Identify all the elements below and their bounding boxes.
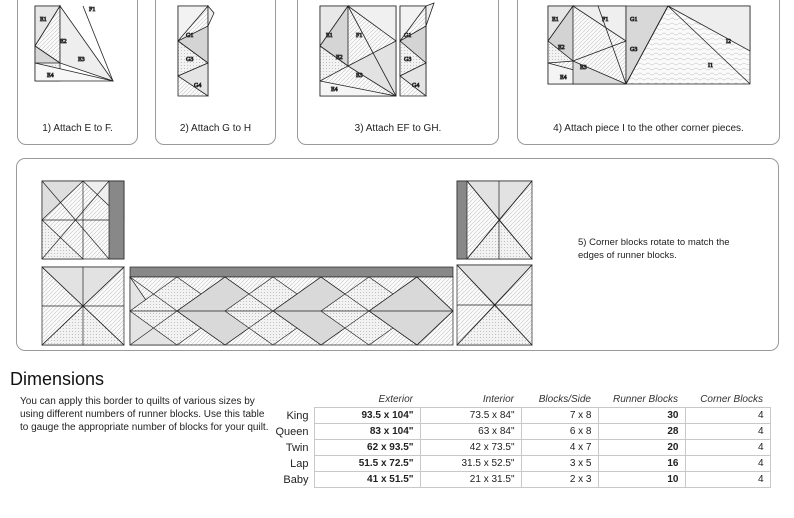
table-row: Baby 41 x 51.5" 21 x 31.5" 2 x 3 10 4 [267,471,771,488]
dimensions-description: You can apply this border to quilts of v… [20,396,269,433]
f1-label: F1 [356,33,362,39]
e3-label: E3 [78,57,85,63]
corner-blocks-cell: 4 [684,439,771,456]
step-4-diagram: E1 E2 E3 E4 F1 G1 G3 I1 I2 [547,4,751,85]
runner-blocks-cell: 16 [597,455,686,472]
step-5-diagram [41,180,533,346]
g1-label: G1 [404,33,411,39]
size-label: Baby [283,473,309,486]
g3-label: G3 [186,57,193,63]
runner-blocks-cell: 10 [597,471,686,488]
e2-label: E2 [60,39,67,45]
step-4-caption: 4) Attach piece I to the other corner pi… [553,123,744,134]
col-corner-blocks: Corner Blocks [700,393,763,405]
interior-cell: 21 x 31.5" [419,471,522,488]
e1-label: E1 [40,17,47,23]
size-label: Twin [285,441,309,454]
exterior-cell: 51.5 x 72.5" [313,455,421,472]
exterior-cell: 41 x 51.5" [313,471,421,488]
interior-cell: 31.5 x 52.5" [419,455,522,472]
step-1-caption: 1) Attach E to F. [42,123,113,134]
table-row: Twin 62 x 93.5" 42 x 73.5" 4 x 7 20 4 [267,439,771,456]
interior-cell: 73.5 x 84" [419,407,522,424]
table-header-row: Exterior Interior Blocks/Side Runner Blo… [267,393,770,408]
step-5-caption: 5) Corner blocks rotate to match the edg… [578,237,730,261]
col-interior: Interior [482,393,514,405]
e2-label: E2 [558,45,565,51]
e3-label: E3 [356,73,363,79]
step-2-caption: 2) Attach G to H [179,123,252,134]
table-row: King 93.5 x 104" 73.5 x 84" 7 x 8 30 4 [267,407,771,424]
interior-cell: 63 x 84" [419,423,522,440]
e1-label: E1 [326,33,333,39]
interior-cell: 42 x 73.5" [419,439,522,456]
blocks-side-cell: 6 x 8 [520,423,599,440]
size-label: King [286,409,309,422]
corner-blocks-cell: 4 [684,407,771,424]
step-3-diagram: E1 F1 E2 E3 E4 G1 G3 G4 [319,2,435,97]
blocks-side-cell: 4 x 7 [520,439,599,456]
g1-label: G1 [630,17,637,23]
g1-label: G1 [186,33,193,39]
runner-blocks-cell: 28 [597,423,686,440]
col-runner-blocks: Runner Blocks [612,393,678,405]
f1-label: F1 [89,7,95,13]
step-5-panel [16,158,779,351]
e2-label: E2 [336,55,343,61]
e4-label: E4 [47,73,54,79]
corner-blocks-cell: 4 [684,455,771,472]
e4-label: E4 [560,75,567,81]
g3-label: G3 [404,57,411,63]
g3-label: G3 [630,47,637,53]
step-3-caption: 3) Attach EF to GH. [354,123,442,134]
dimensions-heading: Dimensions [10,369,105,389]
right-corner-block [456,180,533,346]
e3-label: E3 [580,65,587,71]
table-row: Queen 83 x 104" 63 x 84" 6 x 8 28 4 [267,423,771,440]
col-exterior: Exterior [378,393,413,405]
f1-label: F1 [602,17,608,23]
blocks-side-cell: 7 x 8 [520,407,599,424]
g4-label: G4 [412,83,419,89]
step-1-panel: E1 E2 E3 E4 F1 1) Attach E to F. [17,0,138,145]
exterior-cell: 62 x 93.5" [313,439,421,456]
corner-blocks-cell: 4 [684,423,771,440]
step-2-diagram: G1 G3 G4 [177,4,215,97]
step-3-panel: E1 F1 E2 E3 E4 G1 G3 G4 3) Attach EF to … [297,0,499,145]
blocks-side-cell: 3 x 5 [520,455,599,472]
left-corner-block [41,180,125,346]
step-4-panel: E1 E2 E3 E4 F1 G1 G3 I1 I2 4) Attach pie… [517,0,780,145]
col-blocks-side: Blocks/Side [538,393,591,405]
e1-label: E1 [552,17,559,23]
size-label: Queen [275,425,309,438]
runner-strip [129,266,454,346]
blocks-side-cell: 2 x 3 [520,471,599,488]
e4-label: E4 [331,87,338,93]
runner-blocks-cell: 30 [597,407,686,424]
runner-blocks-cell: 20 [597,439,686,456]
step-1-diagram: E1 E2 E3 E4 F1 [34,4,115,82]
exterior-cell: 93.5 x 104" [313,407,421,424]
size-label: Lap [290,457,309,470]
dimensions-table: Exterior Interior Blocks/Side Runner Blo… [267,393,771,488]
corner-blocks-cell: 4 [684,471,771,488]
step-2-panel: G1 G3 G4 2) Attach G to H [155,0,276,145]
g4-label: G4 [194,83,201,89]
i1-label: I1 [708,63,713,69]
i2-label: I2 [726,39,731,45]
exterior-cell: 83 x 104" [313,423,421,440]
table-row: Lap 51.5 x 72.5" 31.5 x 52.5" 3 x 5 16 4 [267,455,771,472]
